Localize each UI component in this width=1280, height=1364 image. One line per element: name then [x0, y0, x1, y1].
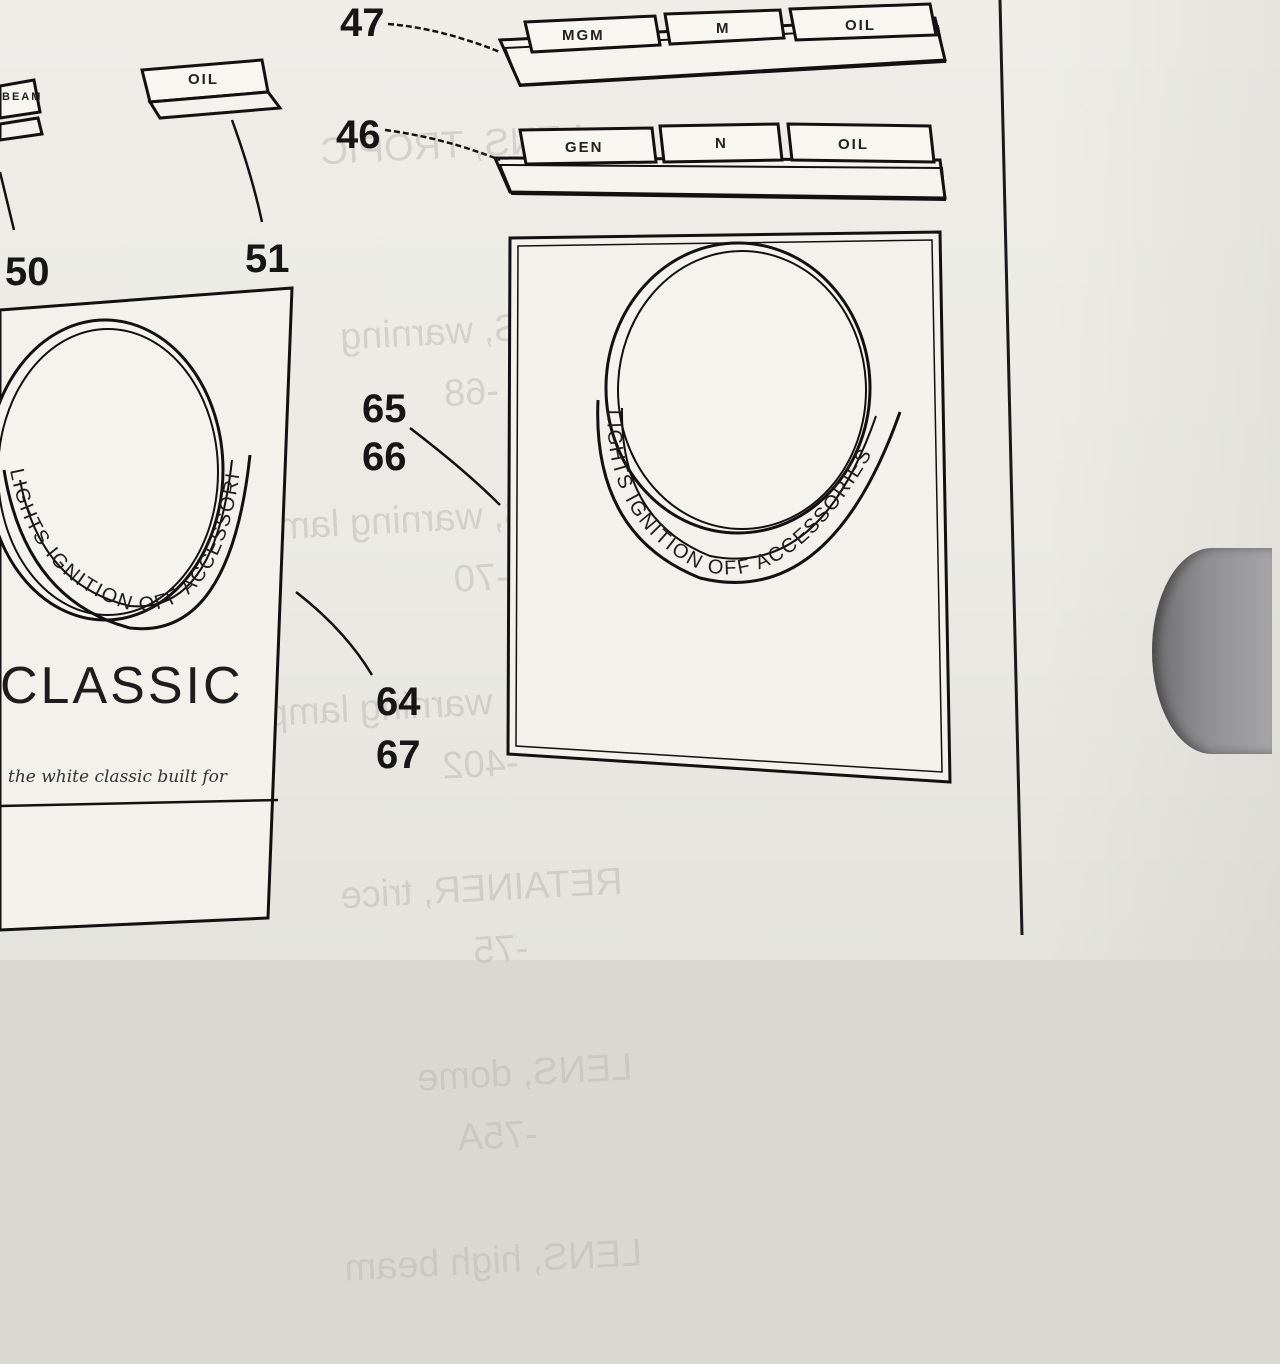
part-50-beam-lens: BEAM	[0, 78, 44, 142]
leader-47	[387, 22, 501, 54]
strip-46-edge	[498, 163, 947, 202]
callout-47: 47	[340, 1, 385, 45]
part-51-label: OIL	[188, 71, 219, 88]
callout-46: 46	[336, 113, 381, 157]
bleed-line: -75A	[456, 1113, 539, 1160]
panel-64-67-arc-inner	[19, 459, 233, 608]
callout-64: 64	[376, 680, 421, 724]
strip-47-key-1	[523, 14, 662, 54]
strip-46-key-1	[518, 126, 658, 166]
panel-65-66-arc-outer	[596, 399, 902, 584]
strip-46-label-3: OIL	[838, 136, 869, 153]
strip-47-key-3	[788, 2, 938, 42]
panel-65-66-gauge-rim	[617, 250, 867, 530]
part-51-oil-lens: OIL	[140, 58, 283, 120]
panel-64-67-script: the white classic built for	[8, 767, 228, 787]
panel-64-67-gauge-rim	[0, 328, 219, 616]
callout-67: 67	[376, 733, 421, 777]
strip-47-label-2: M	[716, 20, 731, 37]
part-50-body	[0, 116, 44, 142]
strip-47-label-1: MGM	[562, 27, 605, 44]
strip-47-key-2	[663, 8, 786, 46]
leader-51	[230, 119, 264, 223]
strip-46-key-2	[658, 122, 784, 164]
panel-65-66-gauge-opening	[604, 241, 872, 535]
page-margin	[1040, 0, 1280, 960]
bleed-line: LENS, high beam	[343, 1232, 644, 1290]
leader-64-67	[295, 591, 374, 676]
callout-50: 50	[5, 250, 50, 294]
panel-64-67-divider	[0, 798, 279, 808]
part-51-body	[147, 90, 283, 120]
leader-50	[0, 171, 16, 231]
leader-65-66	[409, 427, 501, 506]
panel-65-66: LIGHTS IGNITION OFF ACCESSORIES	[506, 230, 952, 784]
binder-hole	[1152, 548, 1272, 754]
panel-64-67: LIGHTS IGNITION OFF ACCESSORIES CLASSIC …	[0, 0, 294, 932]
callout-66: 66	[362, 435, 407, 479]
leader-46	[384, 128, 501, 162]
callout-65: 65	[362, 387, 407, 431]
strip-47-label-3: OIL	[845, 17, 876, 34]
panel-65-66-inner-edge	[515, 239, 943, 773]
indicator-strip-46: GEN N OIL	[492, 122, 947, 202]
callout-51: 51	[245, 237, 290, 281]
strip-46-label-1: GEN	[565, 139, 604, 156]
page-border-line	[998, 0, 1024, 936]
strip-46-label-2: N	[715, 135, 728, 152]
indicator-strip-47: MGM M OIL	[497, 2, 947, 88]
parts-diagram: MGM M OIL GEN N OIL OIL BEAM 47 46 50 51…	[0, 0, 1024, 936]
panel-64-67-brand: CLASSIC	[0, 657, 244, 715]
strip-46-key-3	[786, 122, 936, 164]
part-50-label: BEAM	[2, 91, 42, 103]
panel-64-67-arc-outer	[2, 454, 252, 631]
part-50-top	[0, 78, 42, 120]
panel-65-66-arc-inner	[620, 407, 877, 560]
